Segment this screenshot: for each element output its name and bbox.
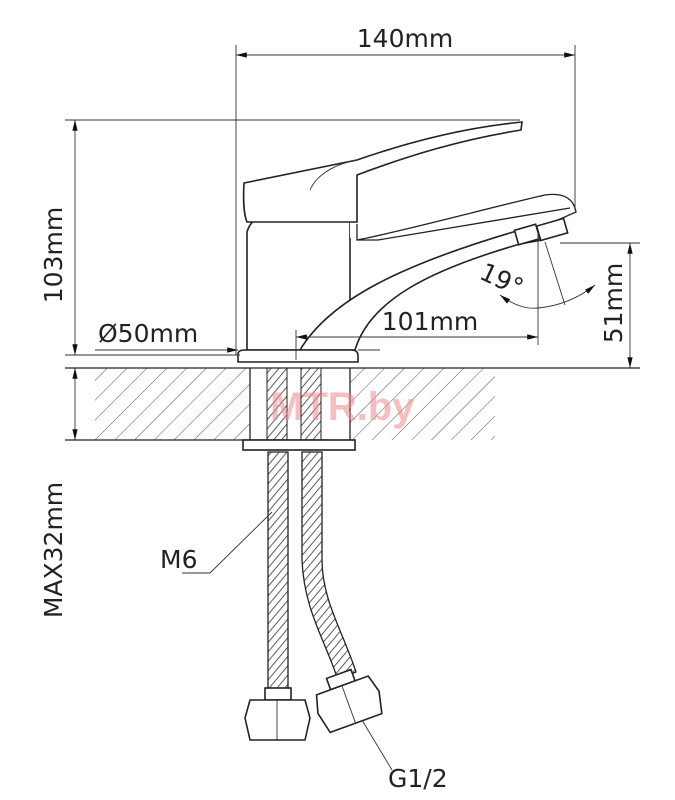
- hose-left: [267, 451, 289, 691]
- supply-hoses: [242, 367, 383, 741]
- dim-base-diameter-label: Ø50mm: [98, 319, 198, 348]
- dim-spout-height-label: 51mm: [599, 263, 628, 344]
- hose-right: [301, 451, 357, 681]
- dim-angle-label: 19°: [475, 257, 527, 302]
- dim-height-label: 103mm: [39, 207, 68, 303]
- base-plate: [237, 349, 359, 363]
- dimension-lines: [65, 45, 640, 771]
- hose-nut-left: [244, 699, 311, 741]
- dim-reach-label: 101mm: [382, 307, 478, 336]
- mounting-plate: [242, 439, 356, 451]
- callout-g12: G1/2: [388, 764, 448, 793]
- hose-nut-right: [315, 668, 383, 734]
- dim-width-label: 140mm: [357, 24, 453, 53]
- callout-m6: M6: [160, 545, 197, 574]
- lever-handle: [242, 121, 523, 223]
- countertop-section: [65, 367, 640, 441]
- faucet-body: [237, 121, 577, 363]
- watermark: MTR.by: [270, 385, 415, 429]
- dim-max-thickness-label: MAX32mm: [39, 482, 68, 618]
